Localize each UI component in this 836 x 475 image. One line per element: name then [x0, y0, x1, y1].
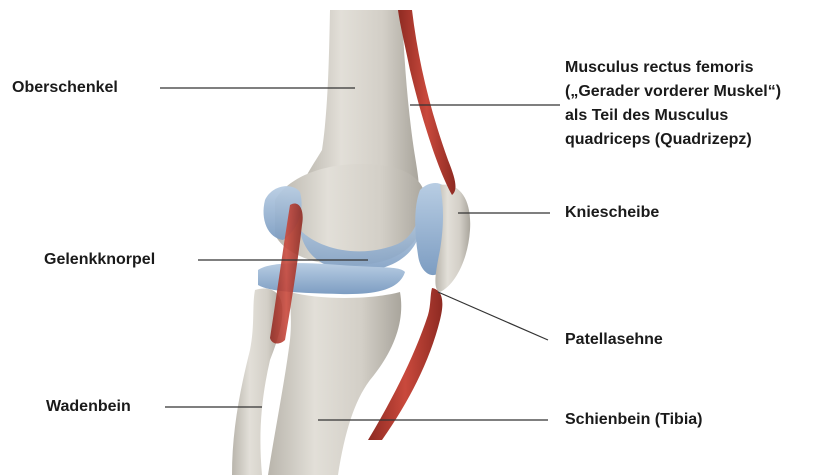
label-oberschenkel: Oberschenkel: [12, 76, 118, 100]
label-wadenbein: Wadenbein: [46, 395, 131, 419]
label-rectus-femoris: Musculus rectus femoris („Gerader vorder…: [565, 56, 781, 152]
label-schienbein: Schienbein (Tibia): [565, 408, 703, 432]
label-gelenkknorpel: Gelenkknorpel: [44, 248, 155, 272]
label-rectus-line-2: („Gerader vorderer Muskel“): [565, 80, 781, 104]
label-rectus-line-1: Musculus rectus femoris: [565, 56, 781, 80]
label-kniescheibe: Kniescheibe: [565, 201, 659, 225]
label-rectus-line-4: quadriceps (Quadrizepz): [565, 128, 781, 152]
label-patellasehne: Patellasehne: [565, 328, 663, 352]
leader-line-patellasehne: [438, 292, 548, 340]
label-rectus-line-3: als Teil des Musculus: [565, 104, 781, 128]
